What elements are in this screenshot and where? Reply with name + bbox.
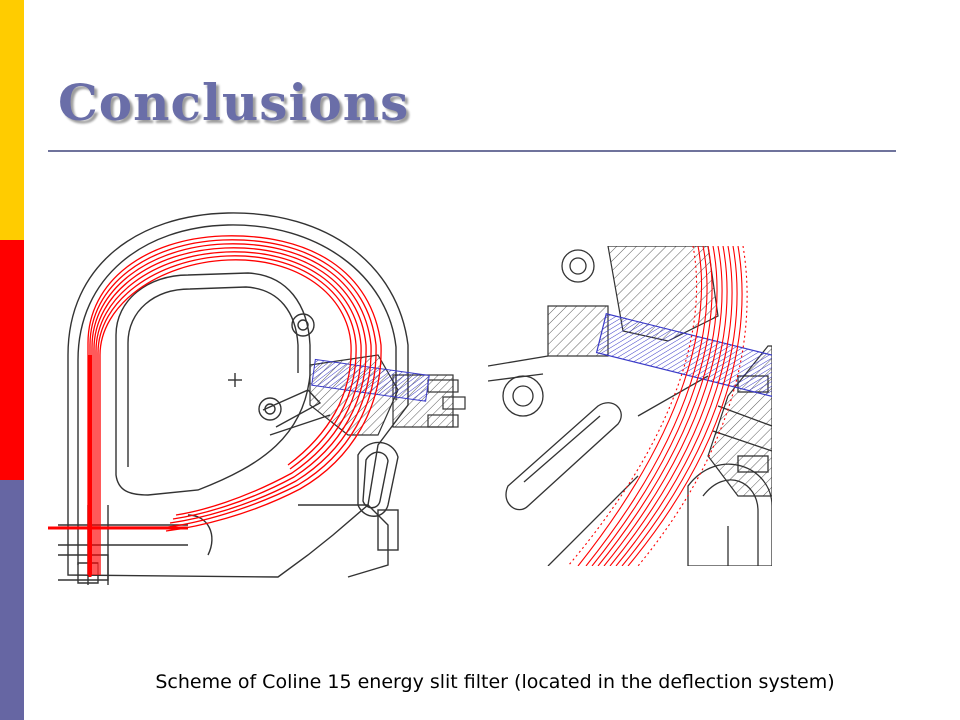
title-divider xyxy=(48,150,896,152)
accent-bar-blue xyxy=(0,480,24,720)
deflection-system-overview-drawing xyxy=(48,212,466,585)
accent-bar-yellow xyxy=(0,0,24,240)
slide-title: Conclusions xyxy=(58,73,410,132)
accent-bar-red xyxy=(0,240,24,480)
figure-caption: Scheme of Coline 15 energy slit filter (… xyxy=(155,671,835,693)
energy-slit-detail-drawing xyxy=(488,246,772,566)
